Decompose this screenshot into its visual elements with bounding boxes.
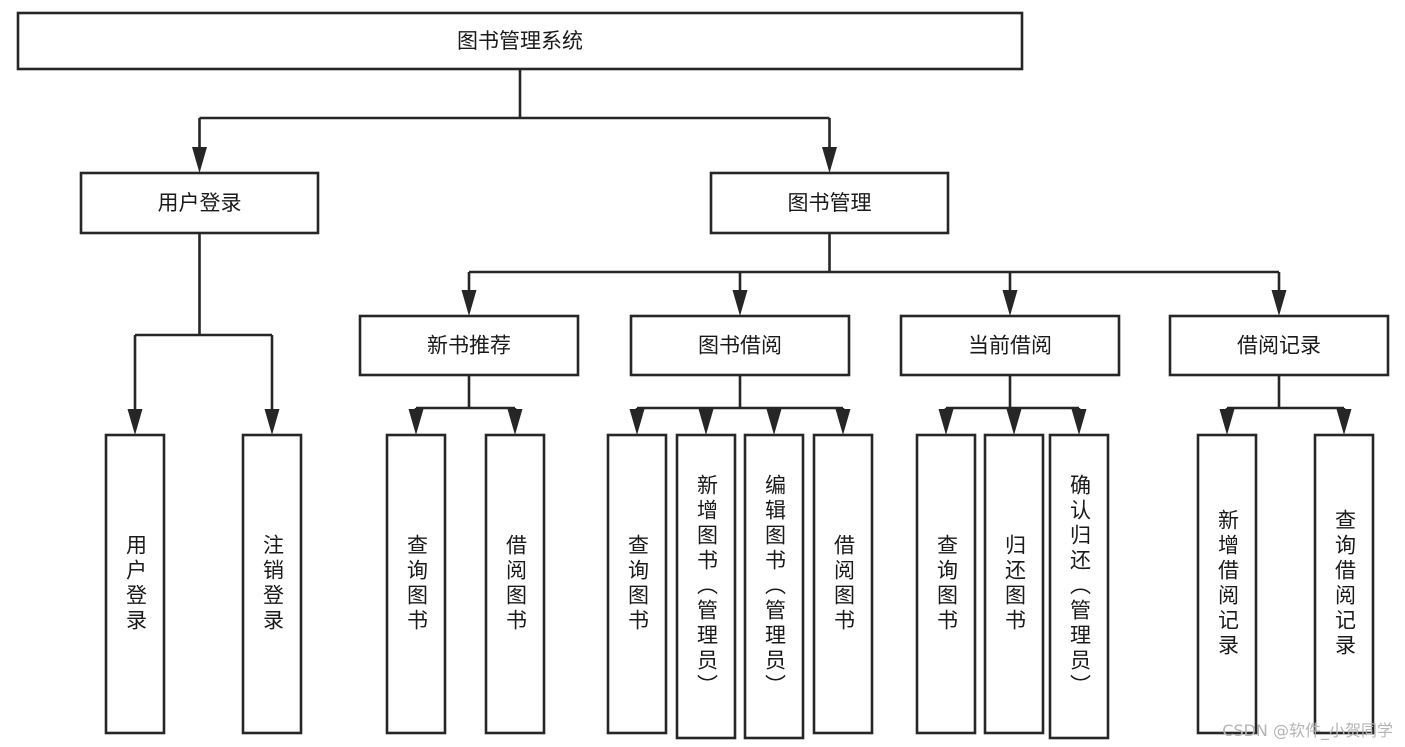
arrow-head-leaf-borrow-book-1 xyxy=(507,409,523,435)
node-leaf-return-book[interactable]: 归还图书 xyxy=(983,433,1045,735)
arrow-head-leaf-return-book xyxy=(1006,409,1022,435)
node-borrow-record[interactable]: 借阅记录 xyxy=(1168,314,1390,377)
node-box-leaf-query-book-1 xyxy=(385,433,447,735)
node-label-wrap-leaf-query-book-3: 查询图书 xyxy=(934,534,959,634)
arrow-head-leaf-query-book-2 xyxy=(629,409,645,435)
arrow-head-book-borrow xyxy=(732,290,748,316)
node-label-leaf-query-record: 查询借阅记录 xyxy=(1332,509,1357,659)
node-current-borrow[interactable]: 当前借阅 xyxy=(899,314,1121,377)
node-label-leaf-query-book-1: 查询图书 xyxy=(404,534,429,634)
arrow-head-leaf-add-book xyxy=(698,409,714,435)
node-label-wrap-leaf-user-login: 用户登录 xyxy=(123,534,148,634)
node-label-wrap-leaf-edit-book: 编辑图书（管理员） xyxy=(762,474,787,699)
node-user-login[interactable]: 用户登录 xyxy=(79,171,320,235)
connectors-layer xyxy=(127,69,1352,435)
arrow-head-book-manage xyxy=(822,147,837,173)
node-label-leaf-logout: 注销登录 xyxy=(260,534,285,634)
node-label-user-login: 用户登录 xyxy=(158,191,242,215)
node-box-leaf-return-book xyxy=(983,433,1045,735)
node-label-wrap-leaf-borrow-book-1: 借阅图书 xyxy=(503,534,528,634)
node-label-wrap-leaf-add-book: 新增图书（管理员） xyxy=(694,474,719,699)
node-label-wrap-leaf-query-book-1: 查询图书 xyxy=(404,534,429,634)
node-box-new-book-rec xyxy=(358,314,580,377)
node-leaf-user-login[interactable]: 用户登录 xyxy=(104,433,166,735)
node-leaf-add-book[interactable]: 新增图书（管理员） xyxy=(675,433,737,740)
node-box-leaf-logout xyxy=(241,433,303,735)
arrow-head-borrow-record xyxy=(1271,290,1287,316)
node-label-leaf-edit-book: 编辑图书（管理员） xyxy=(762,474,787,699)
node-label-leaf-borrow-book-1: 借阅图书 xyxy=(503,534,528,634)
node-label-wrap-leaf-confirm-return: 确认归还（管理员） xyxy=(1067,474,1092,699)
node-leaf-edit-book[interactable]: 编辑图书（管理员） xyxy=(743,433,805,740)
node-box-leaf-confirm-return xyxy=(1048,433,1110,740)
watermark-text: CSDN @软件_小贺同学 xyxy=(1222,721,1393,740)
node-label-current-borrow: 当前借阅 xyxy=(968,334,1052,358)
arrow-head-leaf-query-record xyxy=(1336,409,1352,435)
node-box-leaf-add-record xyxy=(1196,433,1258,735)
node-label-leaf-add-book: 新增图书（管理员） xyxy=(694,474,719,699)
node-label-new-book-rec: 新书推荐 xyxy=(427,334,511,358)
node-box-current-borrow xyxy=(899,314,1121,377)
node-box-leaf-add-book xyxy=(675,433,737,740)
node-box-book-manage xyxy=(709,171,950,235)
node-book-borrow[interactable]: 图书借阅 xyxy=(629,314,851,377)
arrow-head-leaf-logout xyxy=(264,409,280,435)
node-label-leaf-query-book-3: 查询图书 xyxy=(934,534,959,634)
node-label-leaf-user-login: 用户登录 xyxy=(123,534,148,634)
node-box-leaf-query-record xyxy=(1313,433,1375,735)
node-label-wrap-leaf-query-record: 查询借阅记录 xyxy=(1332,509,1357,659)
node-box-leaf-edit-book xyxy=(743,433,805,740)
node-label-leaf-query-book-2: 查询图书 xyxy=(625,534,650,634)
node-box-leaf-borrow-book-2 xyxy=(812,433,874,735)
node-label-borrow-record: 借阅记录 xyxy=(1237,334,1321,358)
node-box-user-login xyxy=(79,171,320,235)
node-label-leaf-return-book: 归还图书 xyxy=(1002,534,1027,634)
node-label-book-manage: 图书管理 xyxy=(788,191,872,215)
node-leaf-query-book-3[interactable]: 查询图书 xyxy=(915,433,977,735)
node-label-leaf-confirm-return: 确认归还（管理员） xyxy=(1067,474,1092,699)
node-book-manage[interactable]: 图书管理 xyxy=(709,171,950,235)
node-label-wrap-leaf-query-book-2: 查询图书 xyxy=(625,534,650,634)
node-label-leaf-borrow-book-2: 借阅图书 xyxy=(831,534,856,634)
arrow-head-current-borrow xyxy=(1002,290,1018,316)
node-leaf-borrow-book-1[interactable]: 借阅图书 xyxy=(484,433,546,735)
arrow-head-new-book-rec xyxy=(461,290,477,316)
node-label-wrap-leaf-logout: 注销登录 xyxy=(260,534,285,634)
arrow-head-leaf-query-book-1 xyxy=(408,409,424,435)
arrow-head-leaf-user-login xyxy=(127,409,143,435)
arrow-head-leaf-query-book-3 xyxy=(938,409,954,435)
node-new-book-rec[interactable]: 新书推荐 xyxy=(358,314,580,377)
node-leaf-query-book-1[interactable]: 查询图书 xyxy=(385,433,447,735)
arrow-head-leaf-borrow-book-2 xyxy=(835,409,851,435)
node-root[interactable]: 图书管理系统 xyxy=(16,11,1024,71)
node-box-borrow-record xyxy=(1168,314,1390,377)
node-box-leaf-borrow-book-1 xyxy=(484,433,546,735)
node-box-leaf-query-book-2 xyxy=(606,433,668,735)
node-leaf-query-book-2[interactable]: 查询图书 xyxy=(606,433,668,735)
node-box-leaf-user-login xyxy=(104,433,166,735)
arrow-head-leaf-confirm-return xyxy=(1071,409,1087,435)
node-box-root xyxy=(16,11,1024,71)
node-label-book-borrow: 图书借阅 xyxy=(698,334,782,358)
arrow-head-user-login xyxy=(192,147,207,173)
node-leaf-logout[interactable]: 注销登录 xyxy=(241,433,303,735)
node-box-book-borrow xyxy=(629,314,851,377)
node-label-leaf-add-record: 新增借阅记录 xyxy=(1215,509,1240,659)
node-box-leaf-query-book-3 xyxy=(915,433,977,735)
arrow-head-leaf-edit-book xyxy=(766,409,782,435)
node-label-wrap-leaf-return-book: 归还图书 xyxy=(1002,534,1027,634)
node-leaf-confirm-return[interactable]: 确认归还（管理员） xyxy=(1048,433,1110,740)
node-leaf-add-record[interactable]: 新增借阅记录 xyxy=(1196,433,1258,735)
arrow-head-leaf-add-record xyxy=(1219,409,1235,435)
node-label-root: 图书管理系统 xyxy=(457,29,583,53)
node-leaf-borrow-book-2[interactable]: 借阅图书 xyxy=(812,433,874,735)
node-label-wrap-leaf-add-record: 新增借阅记录 xyxy=(1215,509,1240,659)
node-leaf-query-record[interactable]: 查询借阅记录 xyxy=(1313,433,1375,735)
nodes-layer: 图书管理系统用户登录图书管理新书推荐图书借阅当前借阅借阅记录用户登录注销登录查询… xyxy=(16,11,1390,740)
node-label-wrap-leaf-borrow-book-2: 借阅图书 xyxy=(831,534,856,634)
